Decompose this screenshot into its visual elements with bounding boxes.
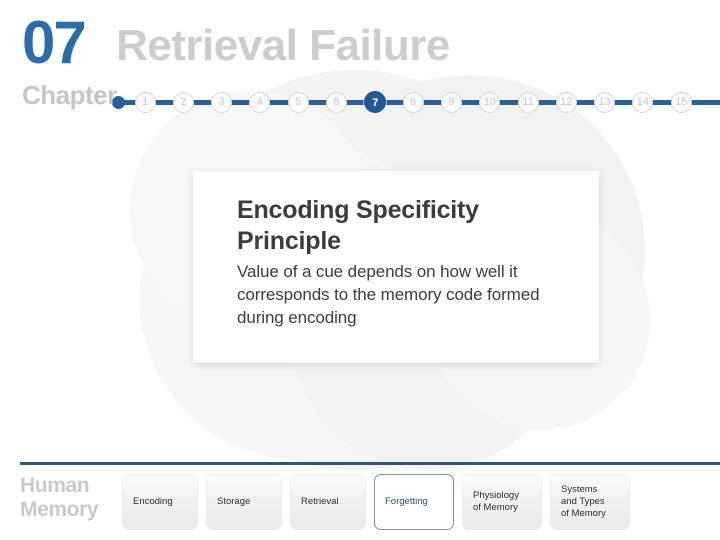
timeline-step-label: 5 [295, 96, 302, 108]
timeline-step-12[interactable]: 12 [555, 92, 577, 113]
timeline-step-6[interactable]: 6 [326, 92, 347, 113]
chapter-number: 07 [22, 9, 87, 76]
tab-label: Encoding [133, 496, 173, 507]
tab-label: Forgetting [385, 496, 428, 507]
timeline-step-4[interactable]: 4 [249, 92, 271, 113]
timeline-step-7[interactable]: 7 [364, 91, 387, 113]
timeline-step-label: 15 [675, 96, 688, 108]
timeline-step-1[interactable]: 1 [134, 92, 156, 113]
footer-divider [20, 462, 720, 465]
timeline-step-label: 13 [598, 96, 611, 108]
tab-label: Systems and Types of Memory [561, 484, 606, 519]
chapter-label: Chapter [22, 80, 117, 110]
timeline-step-2[interactable]: 2 [172, 92, 194, 113]
content-card: Encoding Specificity Principle Value of … [199, 177, 593, 357]
timeline-step-label: 14 [636, 96, 650, 108]
timeline-step-13[interactable]: 13 [594, 92, 616, 113]
timeline-step-10[interactable]: 10 [479, 92, 501, 113]
timeline-step-9[interactable]: 9 [440, 92, 462, 113]
timeline-step-label: 10 [483, 96, 496, 108]
tab-encoding[interactable]: Encoding [122, 474, 198, 530]
section-tabs[interactable]: Encoding Storage Retrieval Forgetting Physio… [122, 474, 630, 530]
timeline-step-label: 6 [333, 96, 340, 108]
tab-physiology-of-memory[interactable]: Physiology of Memory [462, 474, 542, 530]
tab-label: Storage [217, 496, 251, 507]
brand-line-2: Memory [20, 498, 99, 521]
tab-storage[interactable]: Storage [206, 474, 282, 530]
slide-header: 07 Chapter Retrieval Failure [0, 0, 720, 120]
timeline-step-label: 12 [560, 96, 573, 108]
card-title: Encoding Specificity Principle [237, 196, 479, 255]
timeline-step-label: 7 [372, 97, 379, 109]
timeline-start-dot-icon [112, 96, 125, 109]
card-body-text: Value of a cue depends on how well it co… [237, 262, 540, 327]
timeline-step-label: 3 [218, 96, 225, 108]
timeline-step-label: 8 [410, 96, 417, 108]
timeline-step-5[interactable]: 5 [287, 92, 309, 113]
tab-systems-and-types-of-memory[interactable]: Systems and Types of Memory [550, 474, 630, 530]
timeline-step-3[interactable]: 3 [211, 92, 233, 113]
timeline-step-14[interactable]: 14 [632, 92, 654, 113]
tab-label: Physiology of Memory [473, 490, 519, 513]
tab-retrieval[interactable]: Retrieval [290, 474, 366, 530]
timeline-step-label: 4 [256, 96, 263, 108]
timeline-step-label: 11 [522, 96, 534, 108]
tab-forgetting[interactable]: Forgetting [374, 474, 454, 530]
brand-title: Human Memory [20, 474, 99, 522]
brand-line-1: Human [20, 474, 90, 497]
timeline-step-15[interactable]: 15 [670, 92, 692, 113]
timeline-step-label: 1 [141, 96, 149, 108]
timeline-step-11[interactable]: 11 [517, 92, 539, 113]
timeline-step-8[interactable]: 8 [402, 92, 424, 113]
timeline-step-label: 2 [180, 96, 187, 108]
page-title: Retrieval Failure [116, 21, 450, 70]
timeline-step-label: 9 [448, 96, 455, 108]
tab-label: Retrieval [301, 496, 339, 507]
